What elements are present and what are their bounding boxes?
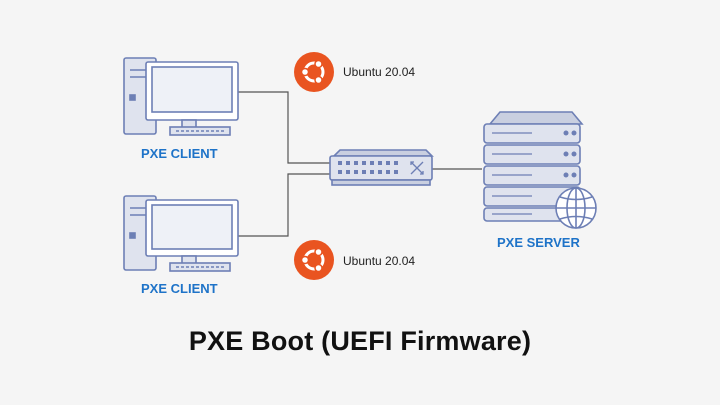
page-title: PXE Boot (UEFI Firmware) — [188, 326, 532, 356]
link-client-bottom-switch — [238, 173, 330, 237]
client-top-label: PXE CLIENT — [141, 146, 218, 161]
link-client-top-switch — [238, 91, 330, 164]
client-computer-icon — [123, 195, 239, 272]
ubuntu-icon — [294, 52, 334, 92]
client-bottom-label: PXE CLIENT — [141, 281, 218, 296]
server-label: PXE SERVER — [497, 235, 580, 250]
network-switch-icon — [329, 149, 434, 186]
server-rack-icon — [483, 111, 584, 222]
connection-lines — [238, 91, 482, 237]
os-label-bottom: Ubuntu 20.04 — [343, 254, 416, 268]
client-computer-icon — [123, 57, 239, 136]
ubuntu-icon — [294, 240, 334, 280]
globe-icon — [555, 187, 597, 229]
os-label-top: Ubuntu 20.04 — [343, 65, 416, 79]
